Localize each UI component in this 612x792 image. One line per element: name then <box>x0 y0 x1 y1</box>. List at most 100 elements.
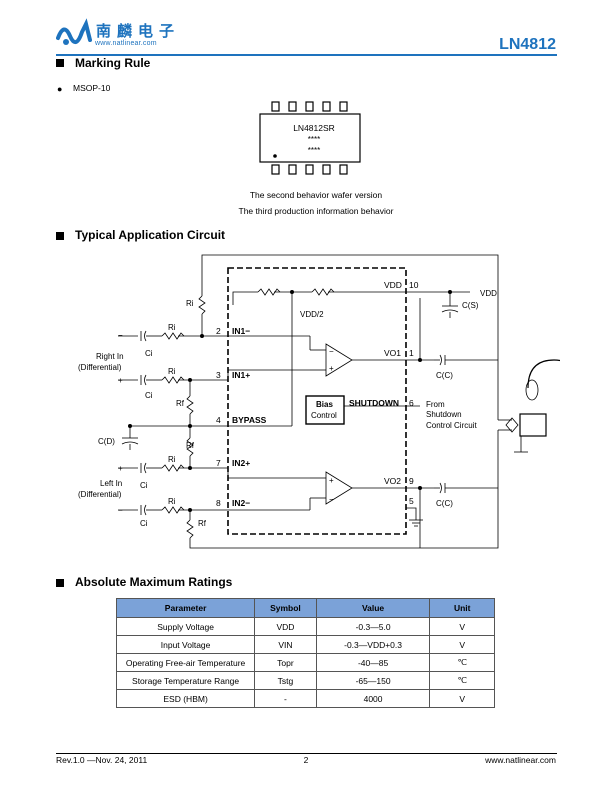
bullet-square-icon <box>56 59 64 67</box>
table-cell: Operating Free-air Temperature <box>115 653 256 672</box>
section-title-ratings: Absolute Maximum Ratings <box>75 575 233 589</box>
svg-text:Ri: Ri <box>168 323 176 332</box>
part-number: LN4812 <box>499 36 556 53</box>
table-cell: ℃ <box>429 671 495 690</box>
column-header: Unit <box>429 598 495 618</box>
company-name-cn: 南麟电子 <box>96 22 181 40</box>
table-cell: Topr <box>254 653 317 672</box>
svg-text:Right In: Right In <box>96 352 124 361</box>
headphone-icon <box>527 359 560 389</box>
svg-text:+: + <box>118 376 123 385</box>
table-cell: -40—85 <box>315 653 431 672</box>
pin1-dot-icon <box>273 154 277 158</box>
opamp-1 <box>325 343 353 377</box>
svg-text:Ci: Ci <box>145 391 153 400</box>
resistor-icon <box>198 295 206 315</box>
ic-outline <box>227 267 407 535</box>
svg-text:VO2: VO2 <box>384 476 401 486</box>
table-row: Supply Voltage VDD -0.3—5.0 V <box>115 617 495 636</box>
table-cell: -0.3—5.0 <box>315 617 431 636</box>
table-cell: Input Voltage <box>115 635 256 654</box>
svg-text:Rf: Rf <box>176 399 185 408</box>
chip-line-3: **** <box>308 146 320 155</box>
opamp-2 <box>325 471 353 505</box>
table-cell: Supply Voltage <box>115 617 256 636</box>
svg-text:−: − <box>329 495 334 504</box>
svg-text:Ci: Ci <box>145 349 153 358</box>
table-cell: V <box>429 617 495 636</box>
svg-text:2: 2 <box>216 326 221 336</box>
svg-text:6: 6 <box>409 398 414 408</box>
svg-text:From: From <box>426 400 445 409</box>
svg-text:7: 7 <box>216 458 221 468</box>
svg-text:+: + <box>329 364 334 373</box>
svg-text:3: 3 <box>216 370 221 380</box>
svg-text:9: 9 <box>409 476 414 486</box>
svg-text:+: + <box>118 464 123 473</box>
svg-text:Control Circuit: Control Circuit <box>426 421 477 430</box>
resistor-icon <box>161 332 185 340</box>
svg-text:SHUTDOWN: SHUTDOWN <box>349 398 399 408</box>
header-divider <box>56 54 557 56</box>
svg-text:Ri: Ri <box>186 299 194 308</box>
svg-text:C(C): C(C) <box>436 499 453 508</box>
svg-text:10: 10 <box>409 280 419 290</box>
resistor-icon <box>186 519 194 539</box>
svg-text:5: 5 <box>409 496 414 506</box>
table-cell: ESD (HBM) <box>115 689 256 708</box>
svg-text:VDD: VDD <box>480 289 497 298</box>
svg-text:Left In: Left In <box>100 479 122 488</box>
section-title-marking: Marking Rule <box>75 56 151 70</box>
resistor-icon <box>311 288 335 296</box>
table-cell: Storage Temperature Range <box>115 671 256 690</box>
ratings-table: Parameter Symbol Value Unit Supply Volta… <box>115 598 495 708</box>
company-logo-icon <box>56 18 92 45</box>
svg-text:Shutdown: Shutdown <box>426 410 462 419</box>
svg-text:(Differential): (Differential) <box>78 363 122 372</box>
bullet-dot-icon: ● <box>57 84 63 94</box>
svg-text:4: 4 <box>216 415 221 425</box>
resistor-icon <box>161 506 185 514</box>
resistor-icon <box>257 288 281 296</box>
svg-text:IN1−: IN1− <box>232 326 250 336</box>
svg-text:C(C): C(C) <box>436 371 453 380</box>
bullet-square-icon <box>56 579 64 587</box>
svg-text:Rf: Rf <box>198 519 207 528</box>
resistor-icon <box>186 437 194 457</box>
svg-text:−: − <box>118 331 123 340</box>
header-website[interactable]: www.natlinear.com <box>95 40 157 47</box>
bias-control-box <box>305 395 345 425</box>
table-cell: 4000 <box>315 689 431 708</box>
svg-text:VDD: VDD <box>384 280 402 290</box>
bullet-square-icon <box>56 232 64 240</box>
resistor-icon <box>161 464 185 472</box>
package-label: MSOP-10 <box>73 83 111 93</box>
footer-revision: Rev.1.0 —Nov. 24, 2011 <box>56 755 148 765</box>
svg-text:Ci: Ci <box>140 519 148 528</box>
footer-website[interactable]: www.natlinear.com <box>485 755 556 765</box>
svg-text:(Differential): (Differential) <box>78 490 122 499</box>
resistor-icon <box>186 395 194 415</box>
footer-divider <box>56 753 557 754</box>
table-cell: Tstg <box>254 671 317 690</box>
column-header: Symbol <box>254 598 317 618</box>
svg-text:Ci: Ci <box>140 481 148 490</box>
table-cell: VDD <box>254 617 317 636</box>
table-cell: V <box>429 635 495 654</box>
svg-text:IN2−: IN2− <box>232 498 250 508</box>
svg-text:C(D): C(D) <box>98 437 115 446</box>
table-cell: -0.3—VDD+0.3 <box>315 635 431 654</box>
svg-text:VDD/2: VDD/2 <box>300 310 324 319</box>
chip-line-2: **** <box>308 135 320 144</box>
table-cell: -65—150 <box>315 671 431 690</box>
footer-page-number: 2 <box>303 755 309 765</box>
resistor-icon <box>161 376 185 384</box>
table-cell: VIN <box>254 635 317 654</box>
svg-text:IN1+: IN1+ <box>232 370 250 380</box>
table-cell: ℃ <box>429 653 495 672</box>
table-row: Input Voltage VIN -0.3—VDD+0.3 V <box>115 635 495 654</box>
section-title-circuit: Typical Application Circuit <box>75 228 226 242</box>
column-header: Parameter <box>115 598 256 618</box>
chip-line-1: LN4812SR <box>293 123 335 133</box>
svg-text:BYPASS: BYPASS <box>232 415 267 425</box>
